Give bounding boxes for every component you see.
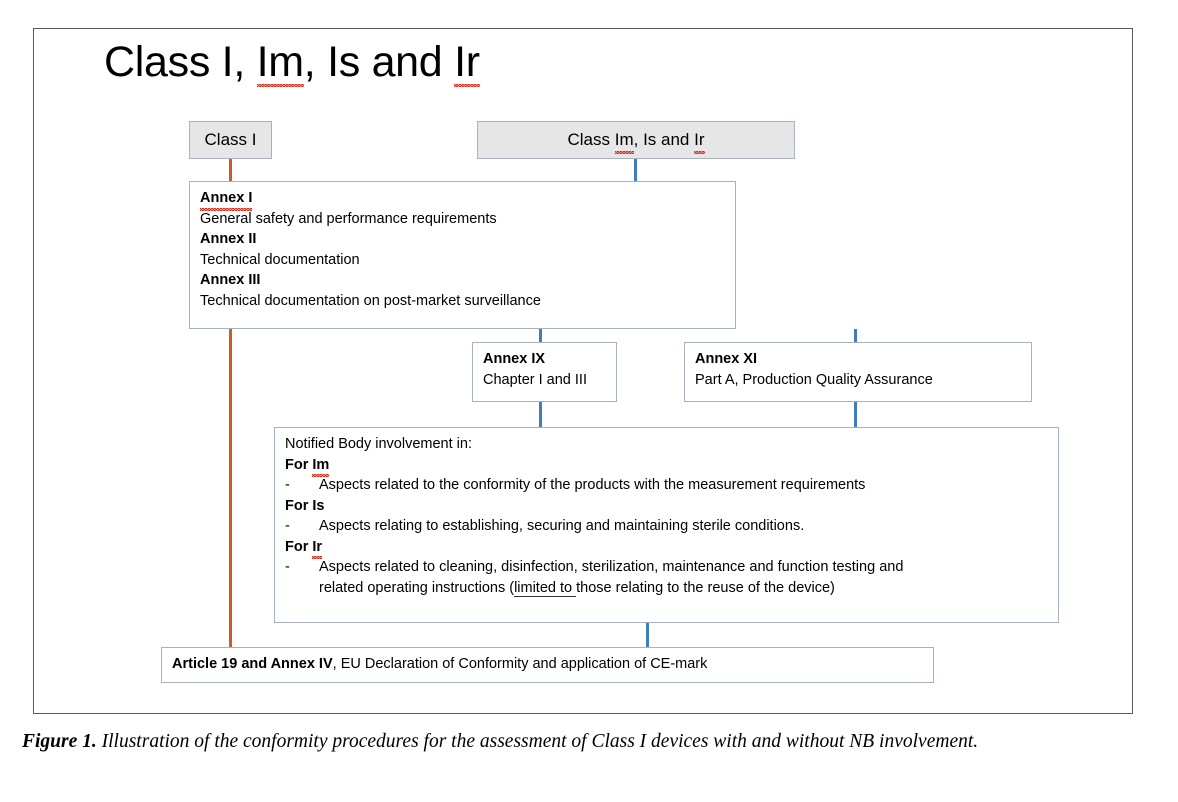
annex-i-heading: Annex I <box>200 188 726 211</box>
box-class-i-label: Class I <box>204 129 257 149</box>
nb-for-ir-bullet-text: Aspects related to cleaning, disinfectio… <box>319 557 1049 578</box>
nb-for-ir-bullet-line2: related operating instructions (limited … <box>285 578 1049 599</box>
article-19-rest: , EU Declaration of Conformity and appli… <box>332 656 708 672</box>
box-annex-ix: Annex IX Chapter I and III <box>472 342 617 402</box>
title-im-misspelled: Im <box>256 38 304 88</box>
ir-misspelled: Ir <box>694 128 705 155</box>
annex-xi-text: Part A, Production Quality Assurance <box>695 371 933 388</box>
connector-annex-main-to-annex-xi <box>854 329 857 343</box>
box-annex-main: Annex I General safety and performance r… <box>189 181 736 329</box>
figure-caption-text: Illustration of the conformity procedure… <box>96 731 979 752</box>
annex-i-text: General safety and performance requireme… <box>200 210 497 227</box>
box-class-i: Class I <box>189 121 272 159</box>
page-title: Class I, Im, Is and Ir <box>104 38 480 88</box>
nb-for-ir-line2-pre: related operating instructions ( <box>319 580 515 597</box>
connector-class-im-is-ir-to-annex-main <box>634 159 637 182</box>
box-class-im-is-ir: Class Im, Is and Ir <box>477 121 795 159</box>
annex-ii-heading: Annex II <box>200 231 257 248</box>
nb-for-im-bullet: - Aspects related to the conformity of t… <box>285 475 1049 496</box>
connector-annex-xi-to-notified-body <box>854 402 857 428</box>
box-notified-body: Notified Body involvement in: For Im - A… <box>274 427 1059 623</box>
nb-limited-to-grammar-flag: limited to <box>514 580 577 598</box>
connector-class-i-to-annex-main <box>229 159 232 182</box>
annex-iii-heading: Annex III <box>200 272 261 289</box>
nb-for-ir-heading: For Ir <box>285 537 1049 560</box>
nb-bullet-dash: - <box>285 559 290 576</box>
box-article-19: Article 19 and Annex IV, EU Declaration … <box>161 647 934 683</box>
nb-im-misspelled: Im <box>312 455 329 477</box>
nb-bullet-dash: - <box>285 518 290 535</box>
annex-xi-heading: Annex XI <box>695 351 758 367</box>
box-class-im-is-ir-label: Class Im, Is and Ir <box>568 128 705 155</box>
article-19-bold-part: Article 19 and Annex IV <box>172 656 333 672</box>
connector-annex-ix-to-notified-body <box>539 402 542 428</box>
nb-for-im-bullet-text: Aspects related to the conformity of the… <box>319 477 866 494</box>
figure-frame: Class I, Im, Is and Ir Class I Class Im,… <box>33 28 1133 714</box>
nb-for-ir-line1: Aspects related to cleaning, disinfectio… <box>319 559 904 576</box>
connector-notified-body-to-article-19 <box>646 623 649 648</box>
annex-ii-text: Technical documentation <box>200 251 360 268</box>
nb-for-ir-bullet: - Aspects related to cleaning, disinfect… <box>285 557 1049 578</box>
figure-caption-lead: Figure 1. <box>22 731 97 752</box>
annex-i-heading-text: Annex I <box>200 188 253 211</box>
box-annex-xi: Annex XI Part A, Production Quality Assu… <box>684 342 1032 402</box>
nb-bullet-dash: - <box>285 477 290 494</box>
nb-ir-misspelled: Ir <box>312 537 322 560</box>
figure-caption: Figure 1. Illustration of the conformity… <box>22 727 1162 757</box>
annex-iii-text: Technical documentation on post-market s… <box>200 292 541 309</box>
title-ir-misspelled: Ir <box>454 38 480 88</box>
nb-for-is-heading: For Is <box>285 497 325 514</box>
connector-class-i-to-article-19 <box>229 329 232 648</box>
nb-for-ir-line2-post: those relating to the reuse of the devic… <box>576 580 835 597</box>
annex-ix-text: Chapter I and III <box>483 371 587 388</box>
connector-annex-main-to-annex-ix <box>539 329 542 343</box>
im-misspelled: Im <box>614 128 634 155</box>
nb-for-is-bullet: - Aspects relating to establishing, secu… <box>285 516 1049 537</box>
nb-for-is-bullet-text: Aspects relating to establishing, securi… <box>319 518 805 535</box>
nb-intro: Notified Body involvement in: <box>285 436 472 452</box>
nb-for-im-heading: For Im <box>285 455 1049 477</box>
annex-ix-heading: Annex IX <box>483 351 546 367</box>
